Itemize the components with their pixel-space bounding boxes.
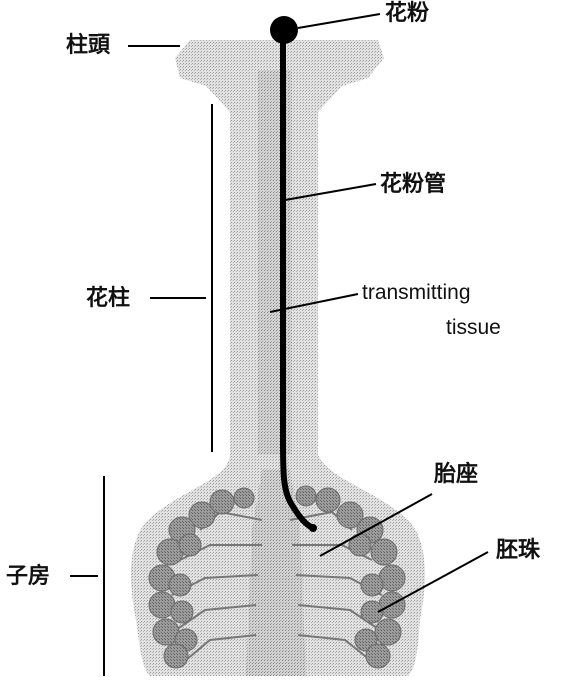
label-placenta: 胎座 xyxy=(434,464,478,486)
label-ovule: 胚珠 xyxy=(496,540,540,562)
label-ovary: 子房 xyxy=(6,566,50,588)
pollen-grain xyxy=(270,16,298,44)
label-pollen-tube: 花粉管 xyxy=(380,174,446,196)
label-transmitting: transmitting xyxy=(362,282,471,303)
label-stigma: 柱頭 xyxy=(66,35,110,57)
label-pollen: 花粉 xyxy=(385,3,429,25)
label-tissue: tissue xyxy=(446,317,501,338)
label-style: 花柱 xyxy=(86,288,130,310)
transmitting-tissue-shape xyxy=(258,70,292,490)
